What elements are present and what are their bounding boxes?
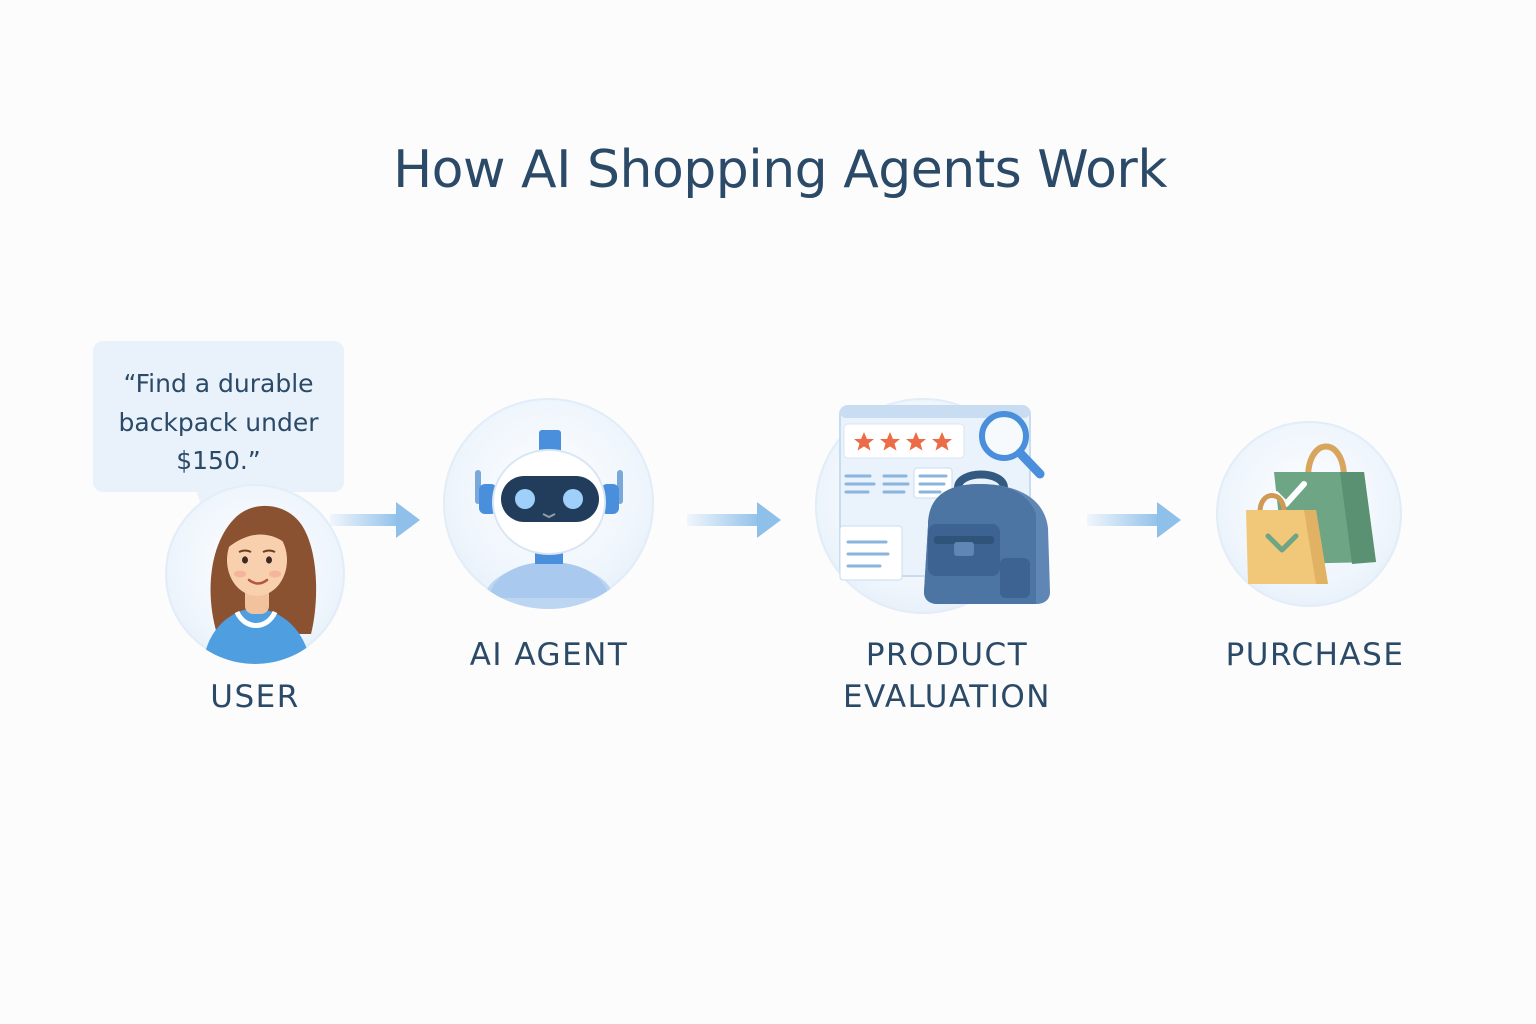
product-evaluation-icon [839, 405, 1050, 604]
arrow-right-icon [687, 502, 781, 538]
user-query-text: “Find a durable backpack under $150.” [118, 369, 319, 475]
user-step-circle [165, 484, 345, 664]
arrow-right-icon [1087, 502, 1181, 538]
user-query-bubble: “Find a durable backpack under $150.” [93, 341, 344, 492]
robot-icon [475, 430, 623, 609]
step-label-product-evaluation: PRODUCT EVALUATION [812, 634, 1082, 718]
arrow-right-icon [330, 502, 420, 538]
product-evaluation-label-text: PRODUCT EVALUATION [843, 637, 1051, 715]
shopping-bags-icon [1246, 443, 1376, 584]
step-label-ai-agent: AI AGENT [469, 637, 629, 673]
step-label-user: USER [210, 679, 300, 715]
page-title: How AI Shopping Agents Work [393, 140, 1167, 200]
ai-agent-step-circle [443, 398, 654, 609]
user-avatar-icon [203, 505, 317, 664]
step-label-purchase: PURCHASE [1225, 637, 1405, 673]
